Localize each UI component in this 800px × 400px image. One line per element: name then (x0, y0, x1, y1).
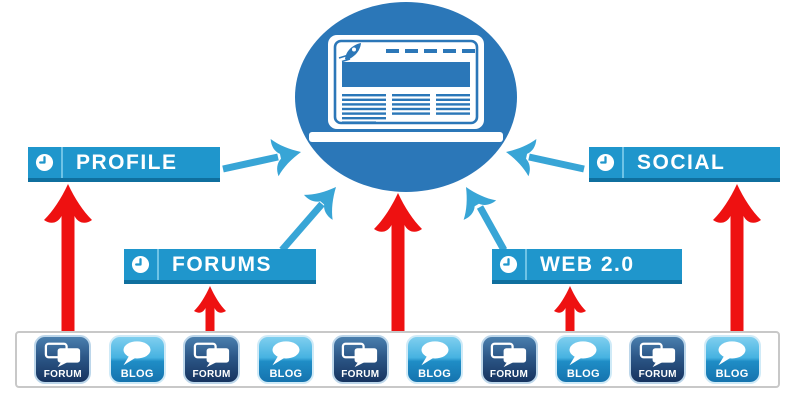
red-arrow-to-web20 (554, 286, 586, 334)
forum-tile: FORUM (183, 335, 241, 384)
tile-label: FORUM (489, 368, 529, 380)
blue-arrow-social-to-hub (506, 139, 585, 177)
banner-web20: WEB 2.0 (492, 249, 682, 284)
clock-icon (492, 249, 527, 280)
tile-label: BLOG (715, 368, 749, 380)
forum-bubbles-icon (342, 342, 378, 367)
clock-icon (28, 147, 63, 178)
forum-tile: FORUM (629, 335, 687, 384)
tile-label: BLOG (120, 368, 154, 380)
laptop-website-icon (309, 35, 503, 142)
banner-label: SOCIAL (637, 151, 726, 174)
source-icons-bar: FORUM BLOG FORUM BLOG (15, 331, 780, 388)
blog-bubble-icon (718, 341, 746, 366)
red-arrow-to-social (713, 184, 761, 334)
rocket-icon (338, 43, 361, 63)
tile-label: BLOG (269, 368, 303, 380)
forum-tile: FORUM (331, 335, 389, 384)
blog-tile: BLOG (703, 335, 761, 384)
blog-tile: BLOG (406, 335, 464, 384)
text-columns (342, 94, 470, 124)
tile-label: BLOG (418, 368, 452, 380)
banner-label: PROFILE (76, 151, 178, 174)
blog-bubble-icon (123, 341, 151, 366)
tile-label: FORUM (341, 368, 380, 380)
clock-icon (589, 147, 624, 178)
red-arrow-to-profile (44, 184, 92, 334)
forum-bubbles-icon (44, 342, 80, 367)
forum-bubbles-icon (490, 342, 527, 367)
nav-menu-dashes (386, 49, 475, 53)
blog-bubble-icon (272, 341, 300, 366)
forum-bubbles-icon (639, 342, 675, 367)
blue-arrow-forums-to-hub (279, 187, 336, 253)
forum-tile: FORUM (34, 335, 92, 384)
blog-tile: BLOG (108, 335, 166, 384)
banner-social: SOCIAL (589, 147, 780, 182)
blue-arrow-web20-to-hub (463, 187, 508, 252)
forum-tile: FORUM (480, 335, 538, 384)
tile-label: BLOG (566, 368, 600, 380)
clock-icon (124, 249, 159, 280)
banner-label: WEB 2.0 (540, 253, 635, 276)
tile-label: FORUM (638, 368, 677, 380)
forum-bubbles-icon (193, 342, 229, 367)
red-arrow-to-hub (374, 193, 422, 334)
blog-tile: BLOG (257, 335, 315, 384)
blog-bubble-icon (421, 341, 449, 366)
hero-banner (342, 62, 470, 87)
banner-forums: FORUMS (124, 249, 316, 284)
banner-label: FORUMS (172, 253, 272, 276)
red-arrow-to-forums (194, 286, 226, 334)
banner-profile: PROFILE (28, 147, 220, 182)
blog-bubble-icon (569, 341, 597, 366)
laptop-base (309, 132, 503, 142)
tile-label: FORUM (192, 368, 231, 380)
blue-arrow-profile-to-hub (222, 139, 301, 177)
blog-tile: BLOG (554, 335, 612, 384)
tile-label: FORUM (43, 368, 82, 380)
